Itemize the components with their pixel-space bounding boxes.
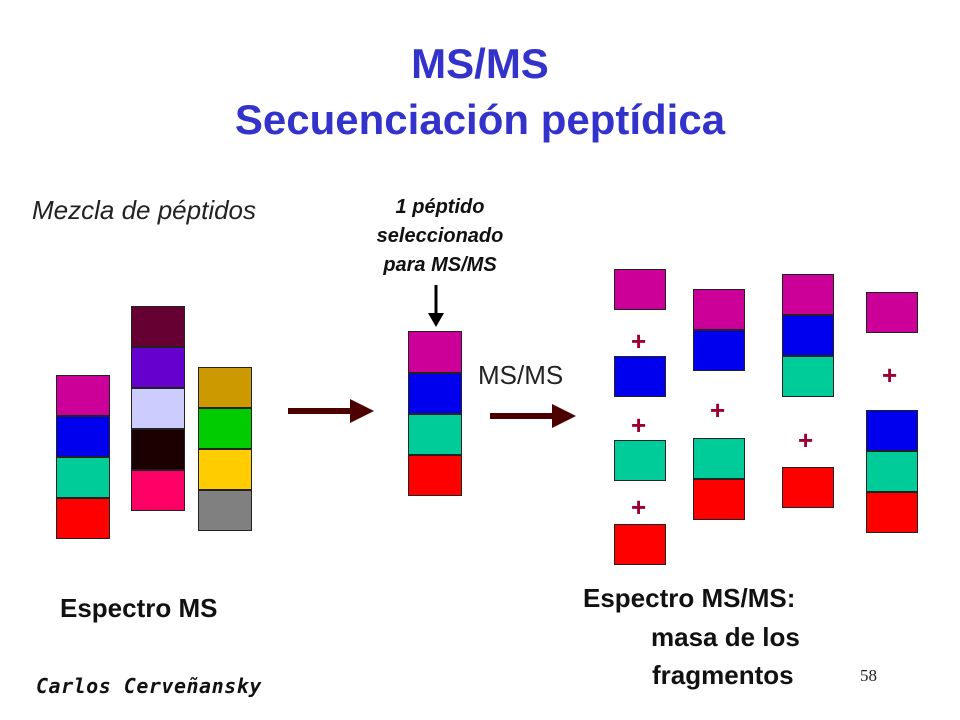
selected-peptide-segment-2: [408, 373, 462, 414]
peptide-3-segment-2: [198, 408, 252, 449]
fragment-4-4: [866, 492, 918, 533]
plus-sign: +: [631, 492, 647, 522]
fragment-2-2: [693, 330, 745, 371]
author-name: Carlos Cerveñansky: [36, 674, 262, 698]
msms-spectrum-label-line-2: masa de los: [651, 622, 800, 652]
msms-spectrum-label-line-1: Espectro MS/MS:: [583, 583, 796, 613]
plus-sign: +: [882, 360, 898, 390]
fragment-2-1: [693, 289, 745, 330]
peptide-1-segment-4: [56, 498, 110, 539]
peptide-2-segment-5: [131, 470, 185, 511]
msms-spectrum-label-line-3: fragmentos: [652, 660, 794, 690]
peptide-1-segment-3: [56, 457, 110, 498]
peptide-1-segment-1: [56, 375, 110, 416]
fragment-1-4: [614, 524, 666, 565]
plus-sign: +: [631, 410, 647, 440]
plus-sign: +: [631, 326, 647, 356]
fragment-3-1: [782, 274, 834, 315]
selected-peptide-label-line-3: para MS/MS: [383, 254, 497, 276]
slide-title-line-2: Secuenciación peptídica: [234, 96, 726, 143]
peptide-2-segment-1: [131, 306, 185, 347]
fragment-3-2: [782, 315, 834, 356]
peptide-1-segment-2: [56, 416, 110, 457]
peptide-2-segment-2: [131, 347, 185, 388]
peptide-3-segment-3: [198, 449, 252, 490]
selection-down-arrow: [428, 285, 444, 327]
right-arrow-2: [490, 404, 576, 428]
fragment-4-3: [866, 451, 918, 492]
peptide-2-segment-4: [131, 429, 185, 470]
peptide-3-segment-4: [198, 490, 252, 531]
selected-peptide-segment-4: [408, 455, 462, 496]
page-number: 58: [860, 666, 877, 685]
msms-step-label: MS/MS: [478, 360, 564, 390]
right-arrow-1: [288, 399, 374, 423]
selected-peptide-segment-1: [408, 331, 462, 373]
peptide-2-segment-3: [131, 388, 185, 429]
fragment-4-1: [866, 292, 918, 333]
fragment-2-3: [693, 438, 745, 479]
peptide-3-segment-1: [198, 367, 252, 408]
plus-sign: +: [710, 395, 726, 425]
plus-sign: +: [798, 425, 814, 455]
selected-peptide-segment-3: [408, 414, 462, 455]
selected-peptide-label-line-1: 1 péptido: [395, 196, 485, 218]
selected-peptide-label: 1 péptido seleccionado para MS/MS: [340, 193, 540, 280]
fragment-1-2: [614, 356, 666, 397]
slide-title-line-1: MS/MS: [411, 40, 549, 87]
fragment-2-4: [693, 479, 745, 520]
fragment-1-3: [614, 440, 666, 481]
ms-spectrum-label: Espectro MS: [60, 593, 218, 623]
selected-peptide-label-line-2: seleccionado: [376, 225, 504, 247]
peptide-mixture-label: Mezcla de péptidos: [32, 195, 257, 225]
fragment-4-2: [866, 410, 918, 451]
fragment-3-3: [782, 356, 834, 397]
fragment-3-4: [782, 467, 834, 508]
fragment-1-1: [614, 269, 666, 310]
